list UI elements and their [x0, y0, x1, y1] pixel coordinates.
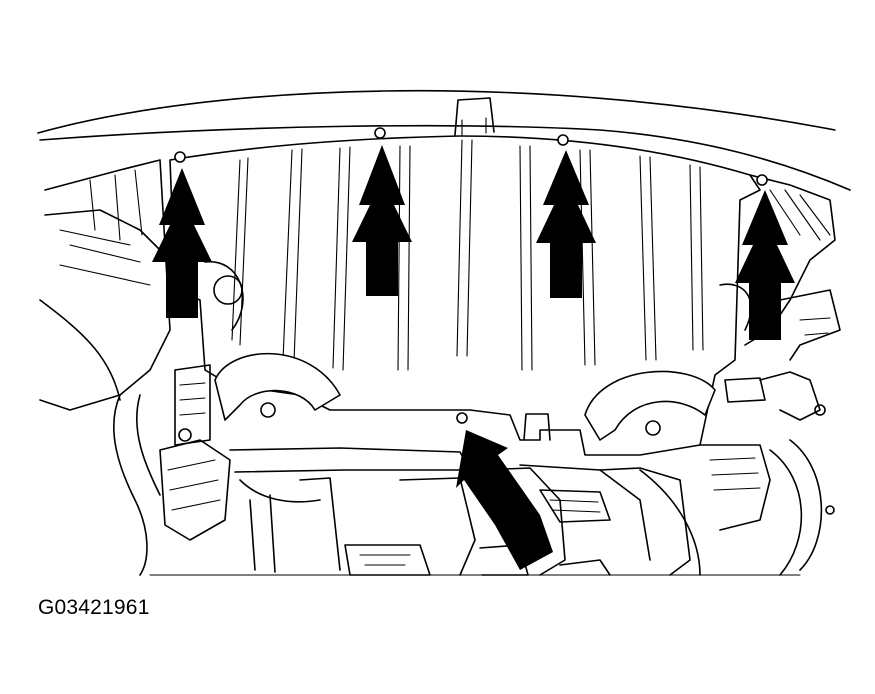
figure-id: G03421961 — [38, 596, 150, 619]
arrow-up-icon — [735, 190, 795, 340]
arrow-diagonal-icon — [456, 430, 553, 570]
fastener-3 — [557, 134, 569, 146]
fascia-edge — [39, 124, 851, 191]
fastener-5 — [456, 412, 468, 424]
arrow-up-icon — [352, 145, 412, 296]
lower-components — [113, 364, 801, 576]
arrow-up-icon — [536, 150, 596, 298]
left-structure — [39, 159, 244, 411]
fastener-2 — [374, 127, 386, 139]
bumper-outline — [37, 89, 836, 134]
fastener-4 — [756, 174, 768, 186]
underbody-shield-diagram — [37, 89, 851, 576]
fastener-1 — [174, 151, 186, 163]
callout-arrows — [152, 145, 795, 570]
splash-shield-panel — [169, 97, 761, 456]
arrow-up-icon — [152, 168, 212, 318]
right-structure — [719, 174, 841, 576]
fastener-points — [174, 127, 768, 424]
